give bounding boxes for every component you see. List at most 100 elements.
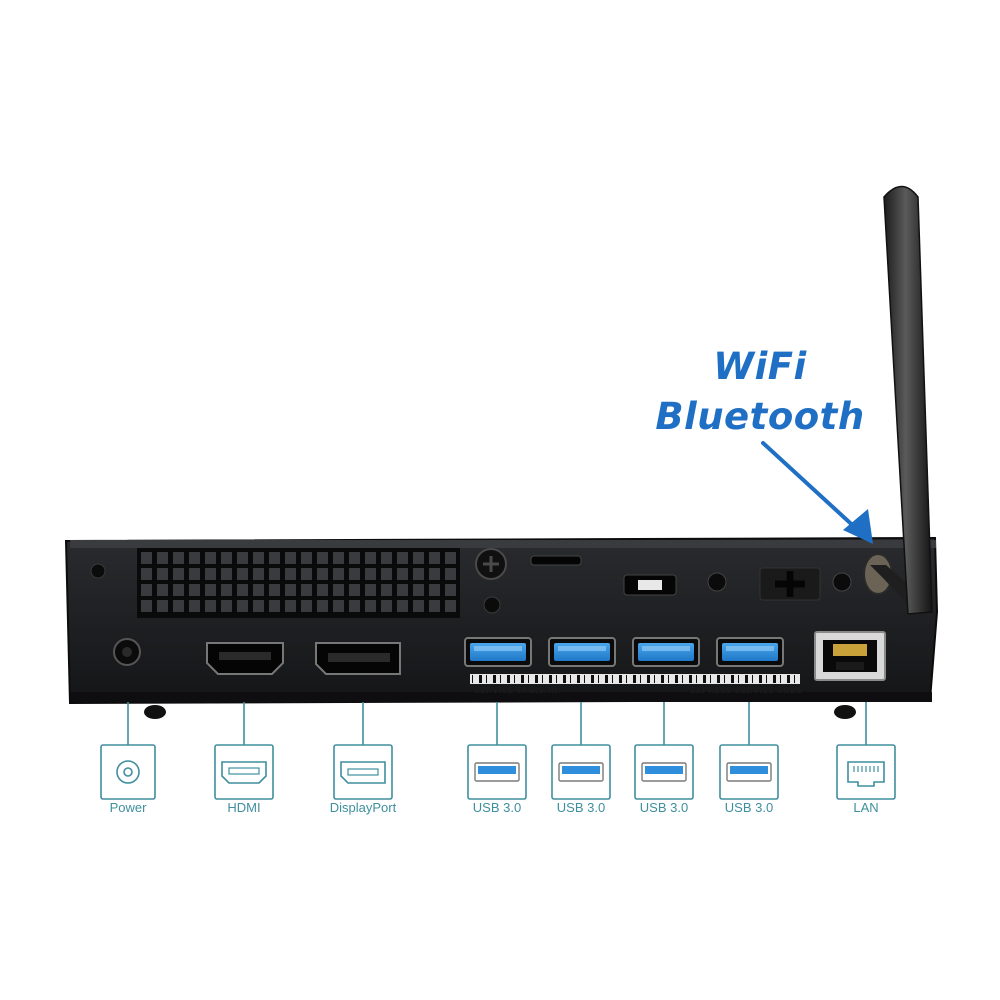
vent-slot xyxy=(381,552,392,564)
vent-slot xyxy=(205,600,216,612)
chassis-top-edge xyxy=(70,540,936,548)
vent-slot xyxy=(397,600,408,612)
vent-slot xyxy=(381,600,392,612)
chassis-bottom-edge xyxy=(70,692,932,702)
vent-slot xyxy=(301,600,312,612)
vent-slot xyxy=(285,600,296,612)
vent-slot xyxy=(429,568,440,580)
rear-lan-port xyxy=(814,631,886,681)
vent-slot xyxy=(269,584,280,596)
hdmi-icon xyxy=(214,744,274,800)
usb-icon xyxy=(551,744,611,800)
vent-slot xyxy=(349,600,360,612)
rear-displayport-port xyxy=(315,642,401,675)
vent-slot xyxy=(221,584,232,596)
port-label-usb3: USB 3.0 xyxy=(639,800,689,815)
vent-slot xyxy=(237,568,248,580)
vent-slot xyxy=(349,552,360,564)
vent-slot xyxy=(301,584,312,596)
vent-slot xyxy=(173,552,184,564)
vent-slot xyxy=(189,568,200,580)
vent-slot xyxy=(221,568,232,580)
vent-slot xyxy=(333,600,344,612)
callout-bluetooth: Bluetooth xyxy=(655,395,865,438)
usb-icon xyxy=(467,744,527,800)
vent-slot xyxy=(413,552,424,564)
vent-slot xyxy=(237,600,248,612)
security-slot xyxy=(530,555,821,601)
antenna-rod xyxy=(883,185,933,615)
vent-slot xyxy=(141,552,152,564)
vent-slot xyxy=(317,600,328,612)
vent-slot xyxy=(205,584,216,596)
vent-slot xyxy=(157,584,168,596)
vent-slot xyxy=(429,584,440,596)
vent-slot xyxy=(445,584,456,596)
usb-icon xyxy=(634,744,694,800)
power-icon xyxy=(100,744,156,800)
vent-slot xyxy=(269,600,280,612)
screw-hole xyxy=(707,572,727,592)
vent-slot xyxy=(397,584,408,596)
screw-hole xyxy=(90,563,106,579)
vent-slot xyxy=(301,568,312,580)
vent-slot xyxy=(413,568,424,580)
vent-slot xyxy=(221,552,232,564)
vent-slot xyxy=(253,552,264,564)
vent-slot xyxy=(333,552,344,564)
chassis-foot-left xyxy=(144,705,166,719)
vent-slot xyxy=(253,600,264,612)
vent-slot xyxy=(365,600,376,612)
displayport-icon xyxy=(333,744,393,800)
port-label-power: Power xyxy=(109,800,147,815)
vent-slot xyxy=(333,584,344,596)
vent-slot xyxy=(157,568,168,580)
connector-lines xyxy=(127,702,867,745)
vent-slot xyxy=(173,568,184,580)
express-service-code-label: EXPRESS SERVICE CODE xyxy=(690,686,803,695)
vent-slot xyxy=(221,600,232,612)
vent-slot xyxy=(381,568,392,580)
vent-slot xyxy=(445,600,456,612)
barcode xyxy=(472,675,795,683)
plus-mark xyxy=(775,571,805,597)
vent-slot xyxy=(173,600,184,612)
vent-slot xyxy=(157,552,168,564)
port-label-lan: LAN xyxy=(853,800,879,815)
vent-slot xyxy=(141,600,152,612)
chassis-foot-right xyxy=(834,705,856,719)
vent-slot xyxy=(189,600,200,612)
port-icon-boxes xyxy=(100,744,896,800)
vent-slot xyxy=(429,600,440,612)
vent-slot xyxy=(397,552,408,564)
port-label-usb2: USB 3.0 xyxy=(556,800,606,815)
vent-slot xyxy=(445,552,456,564)
port-label-usb4: USB 3.0 xyxy=(724,800,774,815)
vent-slot xyxy=(445,568,456,580)
vent-slot xyxy=(413,600,424,612)
vent-slot xyxy=(157,600,168,612)
vent-slot xyxy=(429,552,440,564)
usb-icon xyxy=(719,744,779,800)
thumb-screw-cross xyxy=(483,556,499,572)
vent-slot xyxy=(285,552,296,564)
rear-usb-port xyxy=(716,637,784,667)
vent-slot xyxy=(269,568,280,580)
vent-slot xyxy=(141,568,152,580)
rear-usb-port xyxy=(548,637,616,667)
vent-slot xyxy=(333,568,344,580)
vent-slot xyxy=(413,584,424,596)
vent-slot xyxy=(349,568,360,580)
rear-usb-port xyxy=(632,637,700,667)
callout-arrow xyxy=(761,441,873,544)
vent-slot xyxy=(365,552,376,564)
port-label-hdmi: HDMI xyxy=(227,800,261,815)
port-label-displayport: DisplayPort xyxy=(329,800,397,815)
vent-slot xyxy=(365,568,376,580)
vent-slot xyxy=(317,568,328,580)
vent-slot xyxy=(285,584,296,596)
vent-slot xyxy=(189,584,200,596)
vent-slot xyxy=(317,552,328,564)
